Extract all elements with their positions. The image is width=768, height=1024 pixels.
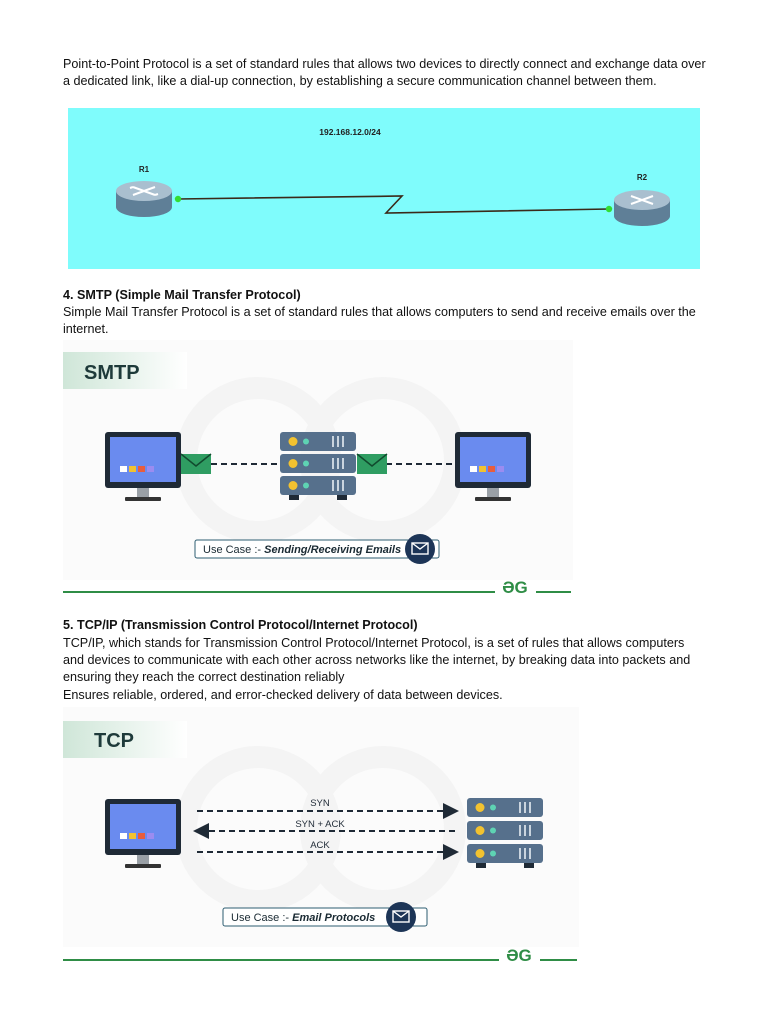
- smtp-use-case-text: Use Case :- Sending/Receiving Emails: [203, 544, 401, 556]
- smtp-title-bar: [63, 352, 187, 389]
- tcp-figure: TCP SYN SYN + ACK ACK Use Case :- Email …: [63, 707, 579, 965]
- receiver-computer-icon: [455, 432, 531, 501]
- server-icon: [467, 798, 543, 868]
- serial-link-line: [177, 195, 610, 214]
- use-case-value: Sending/Receiving Emails: [264, 544, 401, 556]
- tcp-title: TCP: [94, 730, 134, 752]
- smtp-paragraph: Simple Mail Transfer Protocol is a set o…: [63, 305, 696, 337]
- use-case-value: Email Protocols: [292, 912, 375, 924]
- ppp-paragraph: Point-to-Point Protocol is a set of stan…: [63, 57, 706, 89]
- gfg-logo: ƏG: [506, 946, 532, 965]
- sender-computer-icon: [105, 432, 181, 501]
- ppp-network-diagram: 192.168.12.0/24 R1 R2: [68, 108, 700, 269]
- tcp-use-case-text: Use Case :- Email Protocols: [231, 912, 375, 924]
- network-label: 192.168.12.0/24: [319, 127, 381, 137]
- mail-envelope-icon: [180, 453, 212, 474]
- watermark-logo: [175, 746, 466, 912]
- r1-interface-dot: [174, 195, 182, 203]
- mail-envelope-icon: [356, 453, 388, 474]
- smtp-figure: SMTP: [63, 340, 573, 597]
- router1-icon: [116, 181, 172, 217]
- smtp-heading: 4. SMTP (Simple Mail Transfer Protocol): [63, 288, 301, 302]
- router2-label: R2: [637, 173, 648, 182]
- gfg-logo: ƏG: [502, 578, 528, 597]
- router2-icon: [614, 190, 670, 226]
- ack-label: ACK: [310, 840, 330, 851]
- tcp-paragraph-2: Ensures reliable, ordered, and error-che…: [63, 688, 503, 702]
- tcp-paragraph: TCP/IP, which stands for Transmission Co…: [63, 636, 691, 685]
- tcp-heading: 5. TCP/IP (Transmission Control Protocol…: [63, 618, 418, 632]
- mail-server-icon: [280, 432, 356, 500]
- r2-interface-dot: [605, 205, 613, 213]
- syn-label: SYN: [310, 798, 330, 809]
- mail-badge-icon: [405, 534, 435, 564]
- router1-label: R1: [139, 165, 150, 174]
- diagram-background: [68, 108, 700, 269]
- tcp-title-bar: [63, 721, 187, 758]
- use-case-prefix: Use Case :-: [203, 544, 264, 556]
- mail-badge-icon: [386, 902, 416, 932]
- use-case-prefix: Use Case :-: [231, 912, 292, 924]
- syn-ack-label: SYN + ACK: [295, 819, 345, 830]
- client-computer-icon: [105, 799, 181, 868]
- smtp-title: SMTP: [84, 362, 140, 384]
